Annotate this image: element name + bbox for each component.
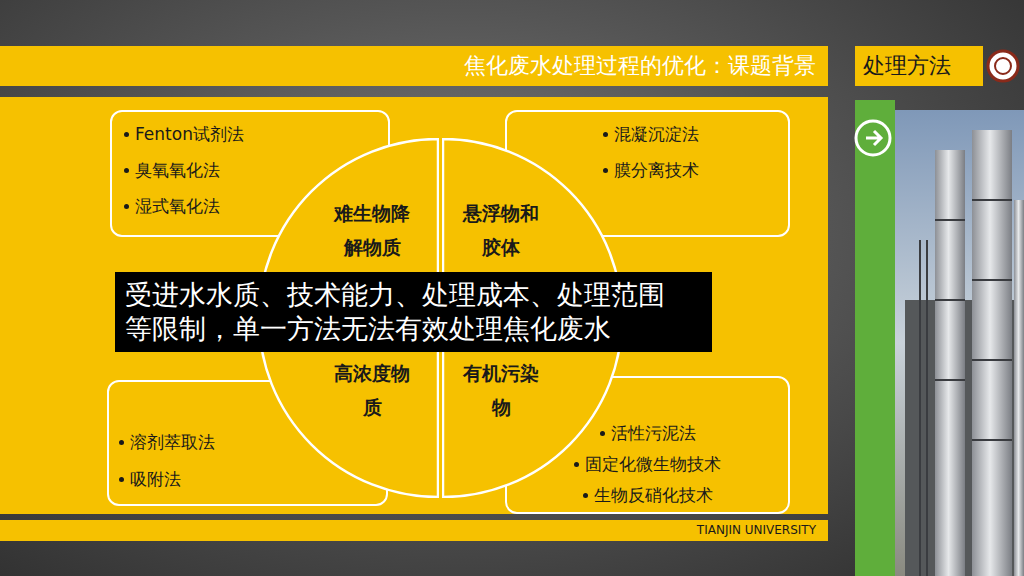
list-item: 生物反硝化技术	[583, 480, 713, 511]
method-name: 活性污泥法	[611, 418, 696, 449]
photo	[895, 110, 1024, 576]
category-label: 有机污染物	[459, 356, 543, 424]
photo	[920, 200, 1012, 576]
method-name: 混凝沉淀法	[614, 116, 699, 152]
section-label: 处理方法	[863, 52, 951, 80]
method-name: 溶剂萃取法	[130, 424, 215, 461]
section-tab: 处理方法	[855, 46, 983, 86]
main-panel	[0, 97, 828, 514]
footer-bar: TIANJIN UNIVERSITY	[0, 520, 828, 541]
category-label: 难生物降解物质	[330, 196, 414, 264]
arrow-icon	[856, 121, 890, 155]
bullet-dot	[583, 493, 588, 498]
category-label: 高浓度物质	[330, 356, 414, 424]
arrow-icon	[866, 131, 881, 145]
footer-label: TIANJIN UNIVERSITY	[697, 523, 816, 538]
note-box: 受进水水质、技术能力、处理成本、处理范围等限制，单一方法无法有效处理焦化废水	[115, 272, 712, 352]
method-name: Fenton试剂法	[135, 116, 244, 152]
method-name: 生物反硝化技术	[594, 480, 713, 511]
photo	[972, 130, 1012, 576]
note-text: 受进水水质、技术能力、处理成本、处理范围等限制，单一方法无法有效处理焦化废水	[125, 278, 673, 346]
list-item: 活性污泥法	[600, 418, 696, 449]
list-item: 固定化微生物技术	[574, 449, 721, 480]
photo	[935, 150, 965, 576]
list-item: 混凝沉淀法	[603, 116, 699, 152]
bullet-dot	[119, 477, 124, 482]
method-name: 臭氧氧化法	[135, 152, 220, 188]
bullet-dot	[119, 440, 124, 445]
slide-title: 焦化废水处理过程的优化：课题背景	[464, 53, 816, 79]
category-label: 悬浮物和胶体	[459, 196, 543, 264]
title-bar: 焦化废水处理过程的优化：课题背景	[0, 46, 828, 86]
method-name: 吸附法	[130, 461, 181, 498]
bullet-dot	[124, 168, 129, 173]
bullet-dot	[124, 132, 129, 137]
method-name: 固定化微生物技术	[585, 449, 721, 480]
bullet-dot	[600, 431, 605, 436]
bullet-dot	[124, 204, 129, 209]
university-logo	[988, 51, 1018, 81]
bullet-dot	[603, 168, 608, 173]
list-item: 湿式氧化法	[124, 188, 220, 224]
green-strip	[855, 100, 895, 576]
list-item: 溶剂萃取法	[119, 424, 215, 461]
photo	[1014, 200, 1024, 576]
bullet-dot	[574, 462, 579, 467]
bullet-dot	[603, 132, 608, 137]
list-item: 臭氧氧化法	[124, 152, 220, 188]
method-name: 湿式氧化法	[135, 188, 220, 224]
method-name: 膜分离技术	[614, 152, 699, 188]
list-item: 膜分离技术	[603, 152, 699, 188]
list-item: Fenton试剂法	[124, 116, 244, 152]
list-item: 吸附法	[119, 461, 181, 498]
